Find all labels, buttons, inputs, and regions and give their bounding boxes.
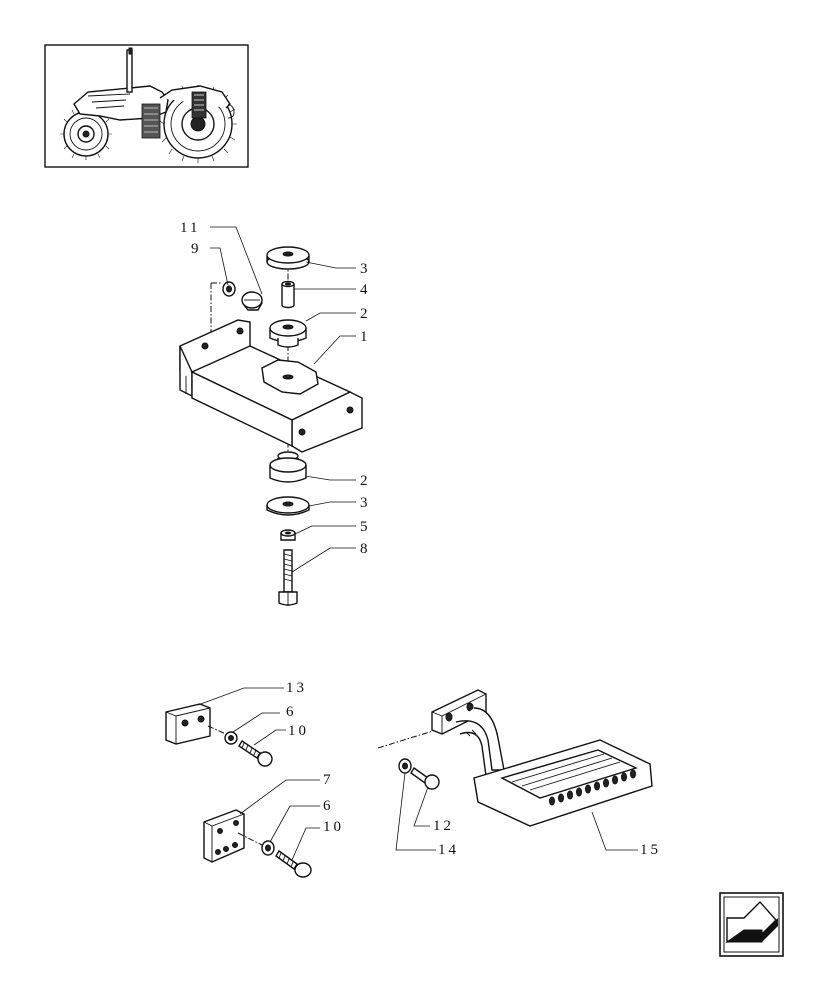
- previous-page-arrow-icon[interactable]: [719, 892, 784, 957]
- alignment-line-bolt: [210, 282, 222, 340]
- callout-4: 4: [360, 282, 371, 298]
- callout-3-upper: 3: [360, 261, 371, 277]
- plate-7-assembly: [203, 809, 312, 878]
- callout-13: 13: [286, 680, 307, 696]
- callout-1: 1: [360, 329, 371, 345]
- callout-14: 14: [438, 842, 459, 858]
- part-10-bolt-upper[interactable]: [238, 740, 273, 767]
- part-8-long-bolt[interactable]: [278, 549, 298, 606]
- callout-3-lower: 3: [360, 495, 371, 511]
- part-13-plate[interactable]: [165, 703, 211, 745]
- part-10-bolt-lower[interactable]: [275, 849, 312, 878]
- callout-6-upper: 6: [286, 704, 297, 720]
- callout-10-upper: 10: [288, 723, 309, 739]
- part-9-lock-washer[interactable]: [222, 281, 236, 297]
- part-11-bolt[interactable]: [241, 291, 263, 311]
- callout-9: 9: [191, 241, 202, 257]
- step-alignment-line: [377, 729, 437, 749]
- plate-13-assembly: [165, 703, 273, 767]
- part-3-lower-washer[interactable]: [266, 496, 310, 516]
- main-bracket-assembly: [179, 246, 363, 606]
- lower-left-leader-lines: [197, 687, 320, 861]
- part-1-support-bracket[interactable]: [179, 319, 363, 453]
- part-5-nut[interactable]: [280, 529, 296, 541]
- part-2-upper-rubber-mount[interactable]: [269, 319, 307, 348]
- callout-2-upper: 2: [360, 306, 371, 322]
- callout-15: 15: [640, 842, 661, 858]
- tractor-thumbnail[interactable]: [44, 44, 249, 168]
- part-3-upper-washer[interactable]: [266, 246, 310, 270]
- callout-10-lower: 10: [323, 819, 344, 835]
- callout-2-lower: 2: [360, 473, 371, 489]
- callout-5: 5: [360, 519, 371, 535]
- part-6-washer-upper[interactable]: [224, 731, 238, 745]
- step-tread-slots: [549, 769, 636, 806]
- part-14-washer[interactable]: [398, 758, 412, 774]
- part-2-lower-rubber-mount[interactable]: [269, 451, 307, 483]
- callout-11: 11: [180, 220, 200, 236]
- callout-7: 7: [323, 772, 334, 788]
- upper-leader-lines: [210, 226, 356, 573]
- callout-12: 12: [433, 818, 454, 834]
- part-7-plate[interactable]: [203, 809, 245, 863]
- step-leader-lines: [395, 772, 638, 851]
- callout-6-lower: 6: [323, 798, 334, 814]
- part-12-bolt[interactable]: [410, 766, 440, 790]
- step-assembly: [377, 689, 653, 827]
- callout-8: 8: [360, 541, 371, 557]
- part-15-step[interactable]: [431, 689, 653, 827]
- part-4-spacer-sleeve[interactable]: [281, 280, 295, 309]
- part-6-washer-lower[interactable]: [261, 840, 275, 856]
